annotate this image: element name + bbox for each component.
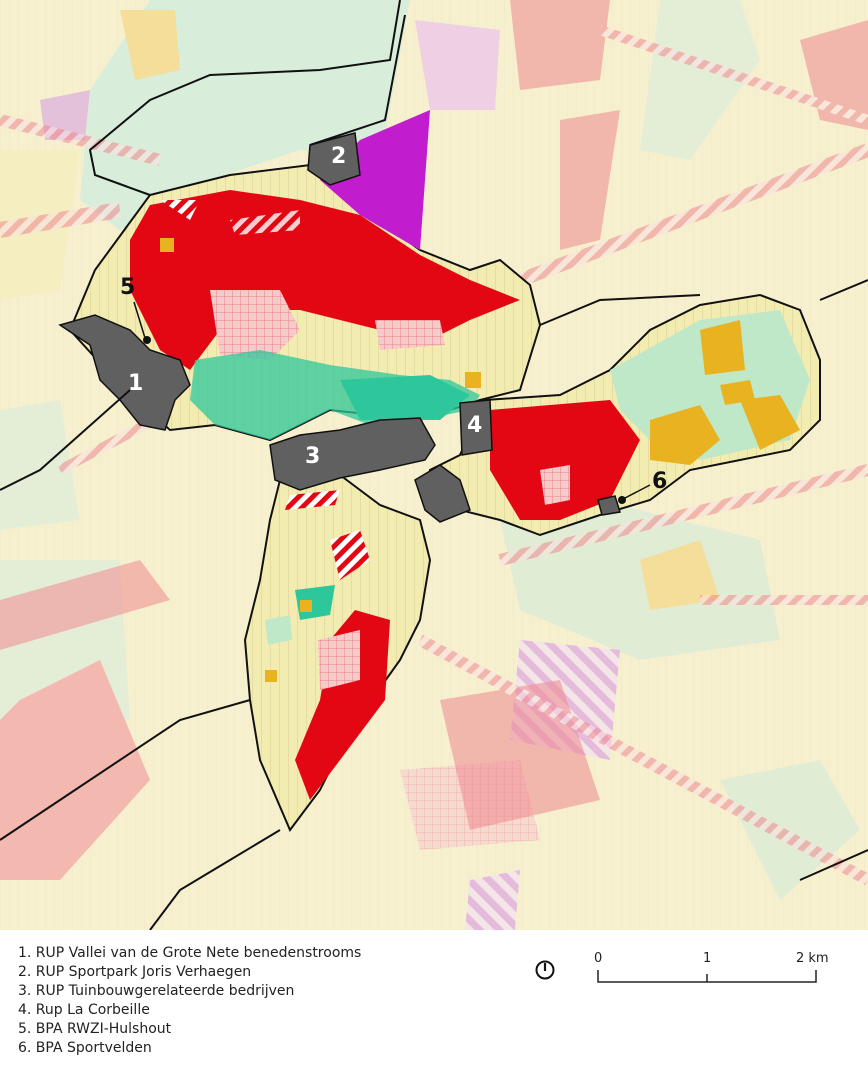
south-residential-core: [295, 610, 390, 800]
rup-zone-4: [459, 399, 493, 456]
legend-item: 3. RUP Tuinbouwgerelateerde bedrijven: [18, 983, 295, 999]
scale-tick-1: 1: [703, 951, 711, 966]
map-label-4: 4: [467, 413, 482, 438]
map-label-3: 3: [305, 444, 320, 469]
east-residential-core: [490, 400, 640, 520]
map-label-2: 2: [331, 144, 346, 169]
map-panel: 2 5 1 3 4 6: [0, 0, 868, 930]
map-label-5: 5: [120, 275, 135, 300]
scale-bar: 0 1 2 km: [594, 951, 829, 983]
legend-item: 6. BPA Sportvelden: [18, 1040, 152, 1056]
boundary-lines: [0, 0, 868, 930]
map-label-1: 1: [128, 371, 143, 396]
zoning-map: 2 5 1 3 4 6: [0, 0, 868, 930]
north-arrow-icon: [535, 960, 555, 980]
scale-tick-2km: 2 km: [796, 951, 829, 966]
background-parcels: [0, 0, 868, 930]
rup-zones: [58, 132, 621, 523]
rup-zone-2: [307, 132, 361, 186]
rup-zone-3: [269, 417, 436, 491]
bpa-zone-6: [597, 495, 621, 516]
municipality-area: [68, 110, 821, 832]
legend-item: 1. RUP Vallei van de Grote Nete benedens…: [18, 945, 362, 961]
rup-zone-4b: [414, 464, 471, 523]
legend-item: 5. BPA RWZI-Hulshout: [18, 1021, 172, 1037]
legend: 1. RUP Vallei van de Grote Nete benedens…: [18, 944, 361, 1058]
rup-zone-1: [58, 314, 191, 431]
background-corridors: [0, 0, 868, 886]
map-label-6: 6: [652, 469, 667, 494]
scale-tick-0: 0: [594, 951, 602, 966]
zone-2-purple: [320, 110, 430, 250]
legend-item: 4. Rup La Corbeille: [18, 1002, 150, 1018]
marker-6: [618, 496, 626, 504]
legend-item: 2. RUP Sportpark Joris Verhaegen: [18, 964, 252, 980]
